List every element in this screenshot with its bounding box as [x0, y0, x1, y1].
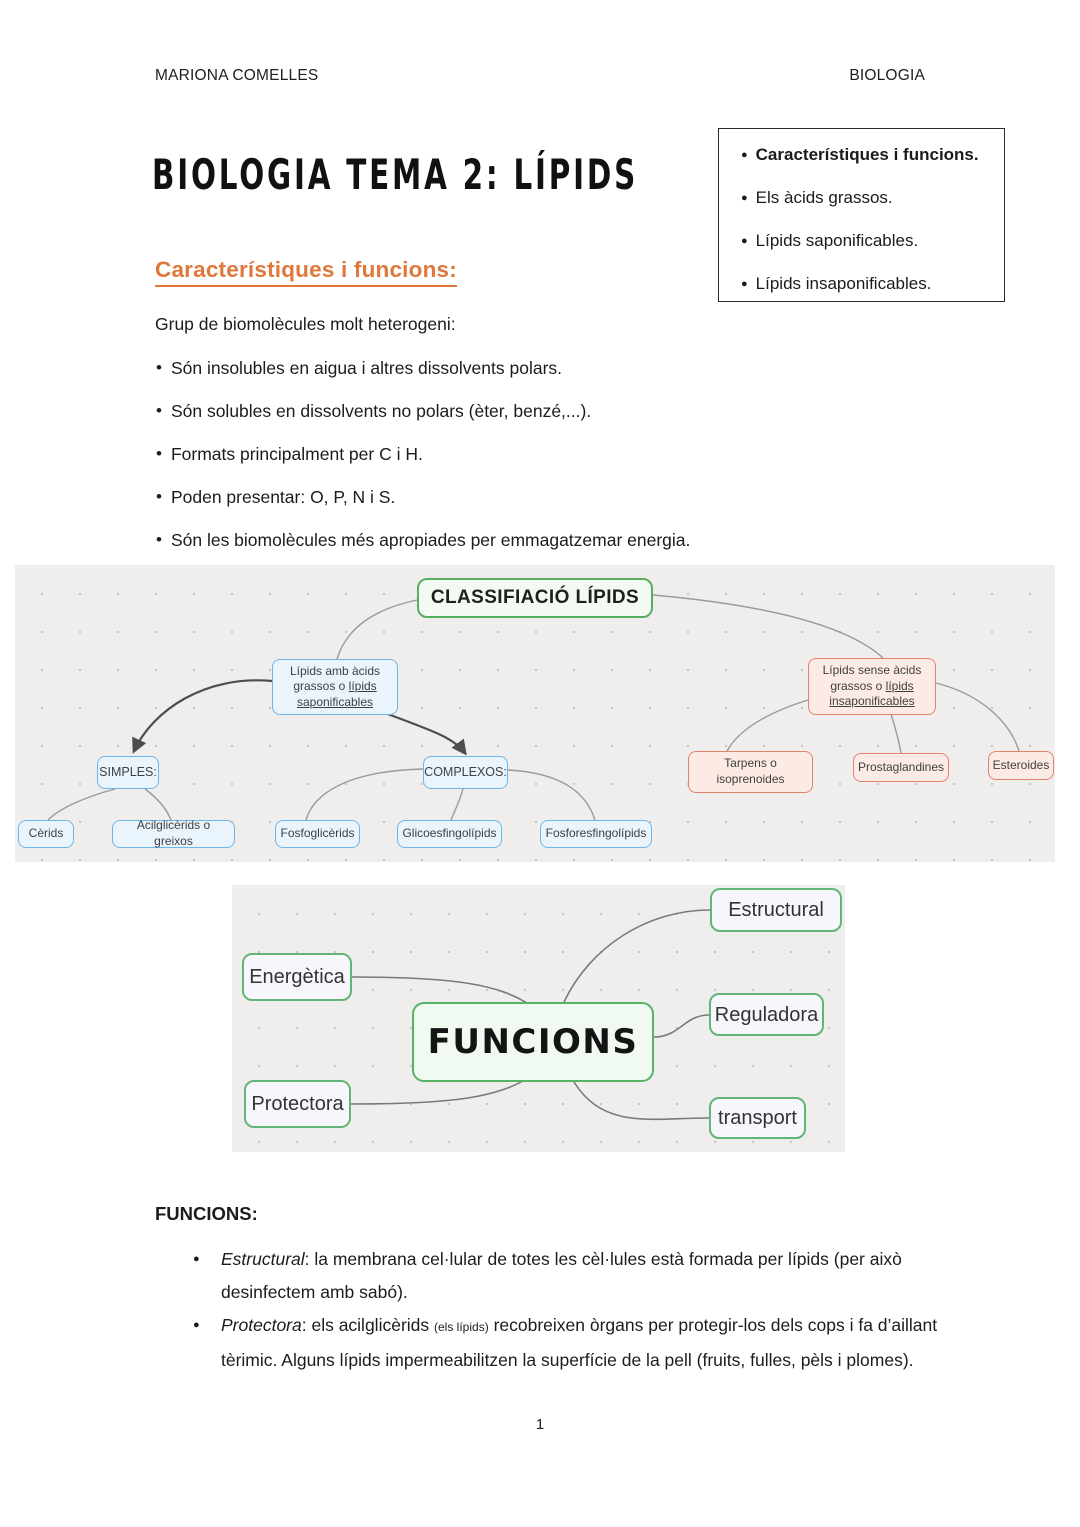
bullet-icon: • [156, 530, 162, 549]
index-item-label: Característiques i funcions. [755, 145, 979, 164]
index-item: ● Característiques i funcions. [741, 145, 996, 165]
list-item: • Són les biomolècules més apropiades pe… [156, 529, 690, 551]
classification-mindmap: CLASSIFIACIÓ LÍPIDS Lípids amb àcids gra… [15, 565, 1055, 862]
index-item: ● Els àcids grassos. [741, 188, 996, 208]
index-item: ● Lípids saponificables. [741, 231, 996, 251]
list-item: • Poden presentar: O, P, N i S. [156, 486, 690, 508]
node-text: Lípids amb àcids grassos o lípids saponi… [289, 663, 381, 709]
section-heading: Característiques i funcions: [155, 257, 457, 287]
node-protectora: Protectora [244, 1080, 351, 1128]
node-energetica: Energètica [242, 953, 352, 1001]
node-fosforesfingolipids: Fosforesfingolípids [540, 820, 652, 848]
list-item: • Són solubles en dissolvents no polars … [156, 400, 690, 422]
list-item-text: Són solubles en dissolvents no polars (è… [170, 401, 592, 421]
index-item: ● Lípids insaponificables. [741, 274, 996, 294]
node-insaponificables: Lípids sense àcids grassos o lípids insa… [808, 658, 936, 715]
bullet-icon: ● [741, 235, 748, 247]
list-item: • Formats principalment per C i H. [156, 443, 690, 465]
node-prostaglandines: Prostaglandines [853, 753, 949, 782]
mindmap1-root-node: CLASSIFIACIÓ LÍPIDS [417, 578, 653, 618]
index-item-label: Lípids insaponificables. [755, 274, 932, 293]
node-acilglicerids: Acilglicèrids o greixos [112, 818, 235, 848]
list-item-text: Són insolubles en aigua i altres dissolv… [170, 358, 563, 378]
bullet-icon: • [156, 487, 162, 506]
node-esteroides: Esteroides [988, 751, 1054, 780]
bullet-icon: ● [741, 278, 748, 290]
index-item-label: Lípids saponificables. [755, 231, 919, 250]
list-item: ● Protectora: els acilglicèrids (els líp… [193, 1309, 953, 1377]
functions-mindmap: FUNCIONS Energètica Protectora Estructur… [232, 885, 845, 1152]
bullet-icon: ● [193, 1253, 200, 1265]
mindmap2-root-node: FUNCIONS [412, 1002, 654, 1082]
section-intro: Grup de biomolècules molt heterogeni: [155, 314, 456, 334]
node-transport: transport [709, 1097, 806, 1139]
functions-heading: FUNCIONS: [155, 1203, 258, 1224]
node-reguladora: Reguladora [709, 993, 824, 1036]
node-complexos: COMPLEXOS: [423, 756, 508, 789]
bullet-icon: ● [741, 192, 748, 204]
node-saponificables: Lípids amb àcids grassos o lípids saponi… [272, 659, 398, 715]
node-fosfoglicerids: Fosfoglicèrids [275, 820, 360, 848]
node-simples: SIMPLES: [97, 756, 159, 789]
characteristics-list: • Són insolubles en aigua i altres disso… [156, 357, 690, 551]
list-item-text: Estructural: la membrana cel·lular de to… [221, 1249, 902, 1302]
node-tarpens: Tarpens o isoprenoides [688, 751, 813, 793]
mindmap2-connectors [350, 909, 711, 1121]
list-item-text: Són les biomolècules més apropiades per … [170, 530, 691, 550]
index-item-label: Els àcids grassos. [755, 188, 893, 207]
page-number: 1 [535, 1416, 545, 1433]
node-estructural: Estructural [710, 888, 842, 932]
functions-list: ● Estructural: la membrana cel·lular de … [193, 1243, 953, 1377]
list-item: ● Estructural: la membrana cel·lular de … [193, 1243, 953, 1309]
bullet-icon: ● [741, 149, 748, 161]
header-author: MARIONA COMELLES [155, 67, 319, 84]
node-text: Lípids sense àcids grassos o lípids insa… [822, 663, 922, 709]
mindmap1-connectors [47, 594, 1020, 821]
node-glicoesfingolipids: Glicoesfingolípids [397, 820, 502, 848]
bullet-icon: ● [193, 1319, 200, 1331]
page-title: BIOLOGIA TEMA 2: LÍPIDS [152, 150, 639, 199]
bullet-icon: • [156, 444, 162, 463]
list-item-text: Protectora: els acilglicèrids (els lípid… [221, 1315, 938, 1370]
list-item-text: Formats principalment per C i H. [170, 444, 423, 464]
list-item-text: Poden presentar: O, P, N i S. [170, 487, 396, 507]
bullet-icon: • [156, 401, 162, 420]
header-subject: BIOLOGIA [849, 67, 925, 84]
node-cerids: Cèrids [18, 820, 74, 848]
index-box: ● Característiques i funcions. ● Els àci… [718, 128, 1005, 302]
bullet-icon: • [156, 358, 162, 377]
list-item: • Són insolubles en aigua i altres disso… [156, 357, 690, 379]
